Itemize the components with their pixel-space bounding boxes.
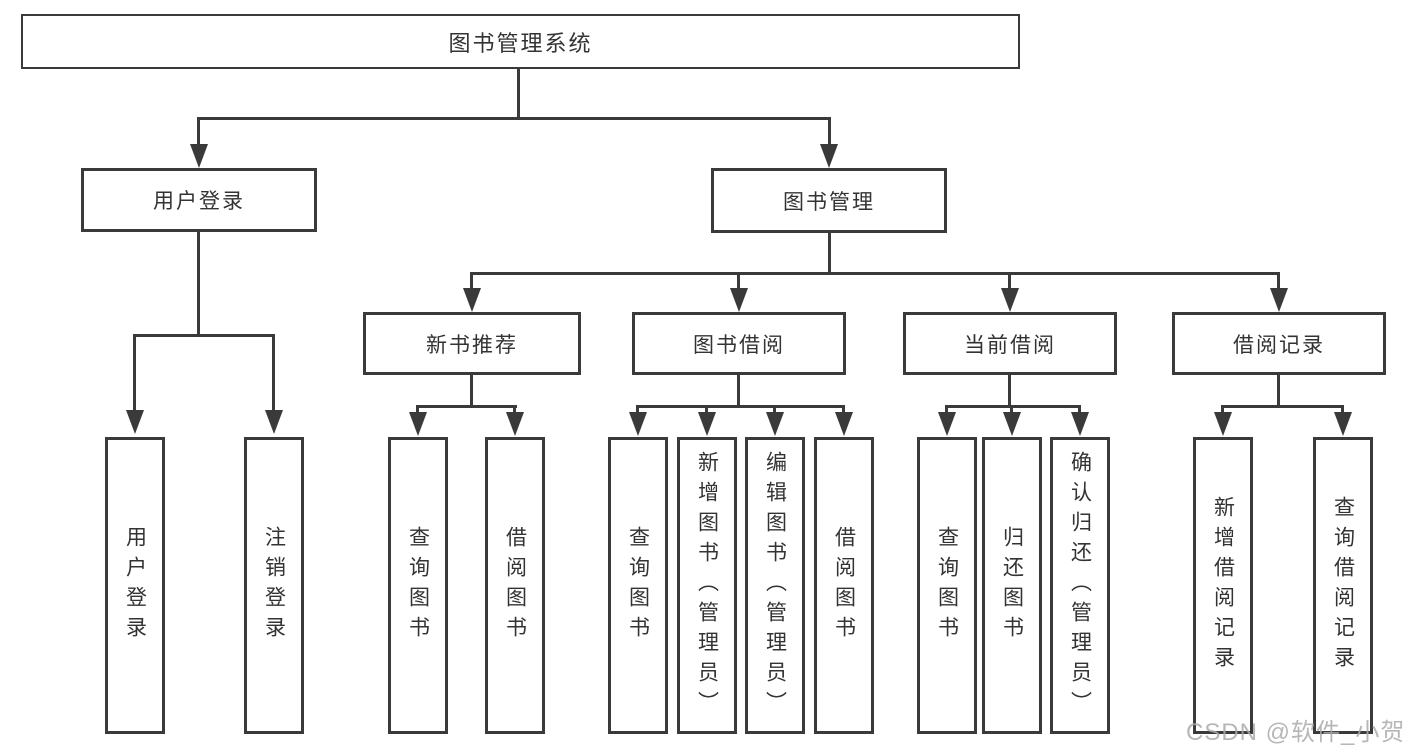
leaf-add-borrow-record: 新增借阅记录	[1193, 437, 1253, 734]
arrow-down-icon	[1003, 412, 1021, 436]
node-book-management: 图书管理	[711, 168, 947, 233]
connector-line	[636, 405, 845, 408]
leaf-borrow-books: 借阅图书	[814, 437, 874, 734]
node-book-borrowing: 图书借阅	[632, 312, 846, 375]
arrow-down-icon	[1001, 288, 1019, 312]
connector-line	[197, 117, 831, 120]
leaf-return-books: 归还图书	[982, 437, 1042, 734]
connector-line	[133, 334, 275, 337]
leaf-confirm-return-admin: 确认归还（管理员）	[1050, 437, 1110, 734]
leaf-borrow-books-recommend-label: 借阅图书	[503, 525, 527, 646]
leaf-add-books-admin: 新增图书（管理员）	[677, 437, 737, 734]
connector-line	[1221, 405, 1224, 414]
connector-line	[272, 334, 275, 412]
connector-line	[1078, 405, 1081, 414]
arrow-down-icon	[820, 144, 838, 168]
node-current-borrowing: 当前借阅	[903, 312, 1117, 375]
node-user-login-label: 用户登录	[153, 190, 245, 213]
connector-line	[945, 405, 948, 414]
node-current-borrowing-label: 当前借阅	[964, 333, 1056, 357]
connector-line	[842, 405, 845, 414]
leaf-query-books-recommend-label: 查询图书	[406, 525, 430, 646]
connector-line	[1277, 272, 1280, 290]
leaf-query-books-current-label: 查询图书	[935, 525, 959, 646]
arrow-down-icon	[698, 412, 716, 436]
connector-line	[513, 405, 516, 414]
connector-line	[1277, 375, 1280, 408]
connector-line	[705, 405, 708, 414]
connector-line	[197, 117, 200, 145]
node-borrowing-records-label: 借阅记录	[1233, 333, 1325, 357]
connector-line	[737, 375, 740, 408]
connector-line	[828, 233, 831, 274]
connector-line	[737, 272, 740, 290]
arrow-down-icon	[463, 288, 481, 312]
connector-line	[517, 69, 520, 118]
arrow-down-icon	[409, 412, 427, 436]
connector-line	[197, 232, 200, 336]
node-library-system-label: 图书管理系统	[448, 30, 593, 56]
connector-line	[636, 405, 639, 414]
leaf-edit-books-admin-label: 编辑图书（管理员）	[763, 450, 787, 721]
connector-line	[416, 405, 517, 408]
leaf-query-books-borrow-label: 查询图书	[626, 525, 650, 646]
arrow-down-icon	[766, 412, 784, 436]
arrow-down-icon	[126, 410, 144, 434]
node-user-login: 用户登录	[81, 168, 317, 232]
connector-line	[1341, 405, 1344, 414]
leaf-logout: 注销登录	[244, 437, 304, 734]
arrow-down-icon	[1214, 412, 1232, 436]
connector-line	[828, 117, 831, 145]
arrow-down-icon	[1334, 412, 1352, 436]
connector-line	[1010, 405, 1013, 414]
connector-line	[1221, 405, 1344, 408]
leaf-borrow-books-recommend: 借阅图书	[485, 437, 545, 734]
leaf-query-borrow-record-label: 查询借阅记录	[1331, 495, 1355, 676]
node-new-book-recommendation-label: 新书推荐	[426, 333, 518, 357]
arrow-down-icon	[1071, 412, 1089, 436]
leaf-query-books-current: 查询图书	[917, 437, 977, 734]
node-library-system: 图书管理系统	[21, 14, 1020, 69]
leaf-borrow-books-label: 借阅图书	[832, 525, 856, 646]
node-book-borrowing-label: 图书借阅	[693, 333, 785, 357]
node-borrowing-records: 借阅记录	[1172, 312, 1386, 375]
arrow-down-icon	[190, 144, 208, 168]
arrow-down-icon	[629, 412, 647, 436]
arrow-down-icon	[938, 412, 956, 436]
arrow-down-icon	[265, 410, 283, 434]
connector-line	[470, 272, 1280, 275]
arrow-down-icon	[1270, 288, 1288, 312]
connector-line	[416, 405, 419, 414]
leaf-user-login-label: 用户登录	[123, 525, 147, 646]
leaf-query-books-recommend: 查询图书	[388, 437, 448, 734]
connector-line	[1008, 375, 1011, 408]
connector-line	[470, 375, 473, 408]
leaf-user-login: 用户登录	[105, 437, 165, 734]
leaf-return-books-label: 归还图书	[1000, 525, 1024, 646]
leaf-logout-label: 注销登录	[262, 525, 286, 646]
leaf-add-books-admin-label: 新增图书（管理员）	[695, 450, 719, 721]
connector-line	[470, 272, 473, 290]
connector-line	[945, 405, 1081, 408]
arrow-down-icon	[835, 412, 853, 436]
leaf-confirm-return-admin-label: 确认归还（管理员）	[1068, 450, 1092, 721]
leaf-query-borrow-record: 查询借阅记录	[1313, 437, 1373, 734]
csdn-watermark: CSDN @软件_小贺同学	[1186, 719, 1405, 746]
connector-line	[133, 334, 136, 412]
node-book-management-label: 图书管理	[783, 190, 875, 214]
leaf-edit-books-admin: 编辑图书（管理员）	[745, 437, 805, 734]
connector-line	[1008, 272, 1011, 290]
leaf-query-books-borrow: 查询图书	[608, 437, 668, 734]
arrow-down-icon	[506, 412, 524, 436]
connector-line	[773, 405, 776, 414]
leaf-add-borrow-record-label: 新增借阅记录	[1211, 495, 1235, 676]
arrow-down-icon	[730, 288, 748, 312]
node-new-book-recommendation: 新书推荐	[363, 312, 581, 375]
